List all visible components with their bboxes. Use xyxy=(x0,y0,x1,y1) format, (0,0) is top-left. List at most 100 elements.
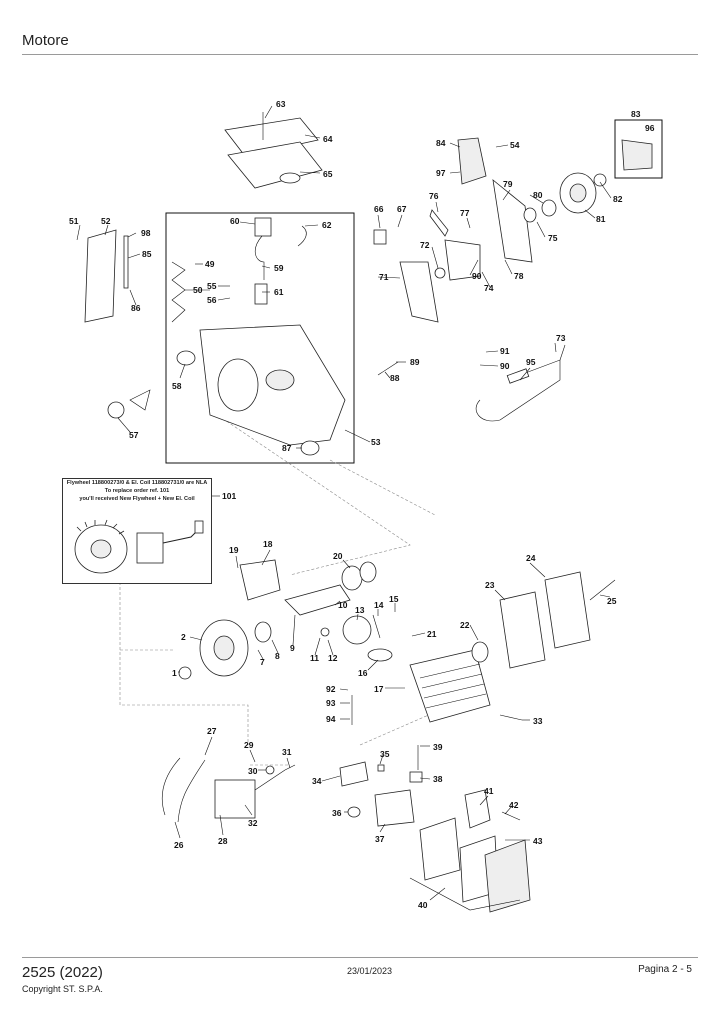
callout-9: 9 xyxy=(290,643,295,653)
callout-29: 29 xyxy=(244,740,254,750)
callout-14: 14 xyxy=(374,600,384,610)
callout-78: 78 xyxy=(514,271,524,281)
callout-32: 32 xyxy=(248,818,258,828)
callout-21: 21 xyxy=(427,629,437,639)
callout-33: 33 xyxy=(533,716,543,726)
callout-24: 24 xyxy=(526,553,536,563)
callout-25: 25 xyxy=(607,596,617,606)
callout-7: 7 xyxy=(260,657,265,667)
callout-35: 35 xyxy=(380,749,390,759)
callout-86: 86 xyxy=(131,303,141,313)
copyright-text: Copyright ST. S.P.A. xyxy=(22,984,103,994)
callout-54: 54 xyxy=(510,140,520,150)
callout-40: 40 xyxy=(418,900,428,910)
callout-101: 101 xyxy=(222,491,236,501)
footer-divider xyxy=(22,957,698,958)
callout-76: 76 xyxy=(429,191,439,201)
callout-80: 80 xyxy=(533,190,543,200)
callout-11: 11 xyxy=(310,653,319,663)
callout-34: 34 xyxy=(312,776,322,786)
callout-93: 93 xyxy=(326,698,336,708)
callout-64: 64 xyxy=(323,134,333,144)
callout-10: 10 xyxy=(338,600,348,610)
callout-90: 90 xyxy=(472,271,482,281)
callout-61: 61 xyxy=(274,287,284,297)
callout-75: 75 xyxy=(548,233,558,243)
callout-37: 37 xyxy=(375,834,385,844)
callout-91: 91 xyxy=(500,346,510,356)
callout-28: 28 xyxy=(218,836,228,846)
callout-2: 2 xyxy=(181,632,186,642)
page-title: Motore xyxy=(22,32,69,49)
callout-30: 30 xyxy=(248,766,258,776)
callout-63: 63 xyxy=(276,99,286,109)
callout-87: 87 xyxy=(282,443,292,453)
callout-88: 88 xyxy=(390,373,400,383)
callout-98: 98 xyxy=(141,228,151,238)
note-line-1: Flywheel 118800273/0 & El. Coil 11880273… xyxy=(66,480,208,486)
callout-42: 42 xyxy=(509,800,519,810)
callout-17: 17 xyxy=(374,684,384,694)
callout-95: 95 xyxy=(526,357,536,367)
callout-39: 39 xyxy=(433,742,443,752)
model-label: 2525 (2022) xyxy=(22,964,103,981)
callout-62: 62 xyxy=(322,220,332,230)
callout-12: 12 xyxy=(328,653,338,663)
callout-38: 38 xyxy=(433,774,443,784)
header-divider xyxy=(22,54,698,55)
flywheel-coil-illustration xyxy=(74,519,204,574)
air-filter-part xyxy=(484,839,531,913)
callout-83: 83 xyxy=(631,109,641,119)
callout-8: 8 xyxy=(275,651,280,661)
carburetor-part xyxy=(374,789,415,827)
callout-60: 60 xyxy=(230,216,240,226)
note-line-3: you'll received New Flywheel + New El. C… xyxy=(79,496,195,502)
callout-59: 59 xyxy=(274,263,284,273)
callout-15: 15 xyxy=(389,594,399,604)
callout-36: 36 xyxy=(332,808,342,818)
callout-72: 72 xyxy=(420,240,430,250)
callout-53: 53 xyxy=(371,437,381,447)
callout-18: 18 xyxy=(263,539,273,549)
callout-57: 57 xyxy=(129,430,139,440)
callout-81: 81 xyxy=(596,214,606,224)
callout-49: 49 xyxy=(205,259,215,269)
callout-43: 43 xyxy=(533,836,543,846)
clutch-group-box xyxy=(614,119,663,179)
callout-52: 52 xyxy=(101,216,111,226)
callout-82: 82 xyxy=(613,194,623,204)
callout-58: 58 xyxy=(172,381,182,391)
callout-67: 67 xyxy=(397,204,407,214)
callout-31: 31 xyxy=(282,747,292,757)
callout-41: 41 xyxy=(484,786,494,796)
callout-94: 94 xyxy=(326,714,336,724)
callout-51: 51 xyxy=(69,216,79,226)
callout-20: 20 xyxy=(333,551,343,561)
callout-85: 85 xyxy=(142,249,152,259)
ignition-coil-part xyxy=(214,779,256,819)
callout-50: 50 xyxy=(193,285,203,295)
page-number: Pagina 2 - 5 xyxy=(638,964,692,975)
callout-90-lower: 90 xyxy=(500,361,510,371)
callout-13: 13 xyxy=(355,605,365,615)
callout-1: 1 xyxy=(172,668,177,678)
callout-66: 66 xyxy=(374,204,384,214)
callout-56: 56 xyxy=(207,295,217,305)
callout-74: 74 xyxy=(484,283,494,293)
callout-92: 92 xyxy=(326,684,336,694)
callout-26: 26 xyxy=(174,840,184,850)
callout-77: 77 xyxy=(460,208,470,218)
callout-16: 16 xyxy=(358,668,368,678)
callout-27: 27 xyxy=(207,726,217,736)
callout-97: 97 xyxy=(436,168,446,178)
crankcase-group-box xyxy=(165,212,355,464)
callout-79: 79 xyxy=(503,179,513,189)
callout-71: 71 xyxy=(379,272,389,282)
callout-96: 96 xyxy=(645,123,655,133)
callout-89: 89 xyxy=(410,357,420,367)
callout-19: 19 xyxy=(229,545,239,555)
gasket-part xyxy=(227,141,323,189)
note-line-2: To replace order ref. 101 xyxy=(104,488,170,494)
callout-84: 84 xyxy=(436,138,446,148)
cylinder-part xyxy=(409,649,491,723)
